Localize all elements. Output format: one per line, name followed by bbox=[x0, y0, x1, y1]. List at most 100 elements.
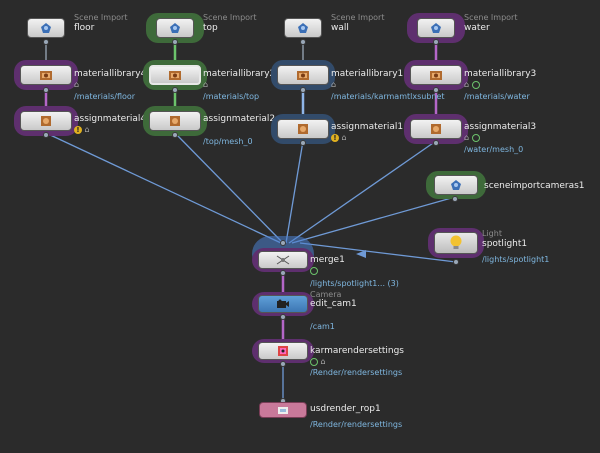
node-name-label: assignmaterial2 bbox=[203, 114, 276, 124]
node-materiallibrary2-tile[interactable] bbox=[149, 65, 201, 85]
wire-direction-arrow bbox=[356, 250, 366, 258]
lock-icon: ⌂ bbox=[320, 357, 326, 366]
node-type-label: Scene Import bbox=[203, 13, 257, 22]
material-library-icon bbox=[169, 71, 181, 80]
node-path-label: /water/mesh_0 bbox=[464, 145, 524, 154]
usd-render-rop-icon bbox=[278, 407, 288, 414]
node-top-tile[interactable] bbox=[156, 18, 194, 38]
wire-assignmaterial1-to-merge1 bbox=[285, 140, 304, 244]
node-path-label: /materials/floor bbox=[74, 92, 136, 101]
node-flags bbox=[310, 266, 318, 275]
output-connector[interactable] bbox=[43, 132, 49, 138]
material-library-icon bbox=[297, 71, 309, 80]
output-connector[interactable] bbox=[433, 87, 439, 93]
node-path-label: /Render/rendersettings bbox=[310, 420, 403, 429]
node-name-label: wall bbox=[331, 23, 349, 33]
wire-assignmaterial3-to-merge1 bbox=[288, 140, 437, 244]
input-connector[interactable] bbox=[280, 240, 286, 246]
node-name-label: materiallibrary1 bbox=[331, 69, 404, 79]
node-type-label: Scene Import bbox=[74, 13, 128, 22]
node-name-label: assignmaterial4 bbox=[74, 114, 147, 124]
light-bulb-icon bbox=[450, 235, 462, 249]
output-connector[interactable] bbox=[453, 259, 459, 265]
node-path-label: /materials/water bbox=[464, 92, 530, 101]
lock-icon: ⌂ bbox=[464, 133, 470, 142]
material-library-icon bbox=[40, 71, 52, 80]
scene-import-icon bbox=[298, 23, 308, 33]
node-name-label: merge1 bbox=[310, 255, 345, 265]
assign-material-icon bbox=[431, 124, 441, 134]
node-name-label: sceneimportcameras1 bbox=[484, 181, 585, 191]
lock-icon: ⌂ bbox=[331, 80, 337, 89]
wire-assignmaterial4-to-merge1 bbox=[45, 132, 282, 244]
node-materiallibrary1-tile[interactable] bbox=[277, 65, 329, 85]
node-name-label: edit_cam1 bbox=[310, 299, 357, 309]
wire-sceneimportcameras1-to-merge1 bbox=[291, 196, 456, 244]
node-floor-tile[interactable] bbox=[27, 18, 65, 38]
output-connector[interactable] bbox=[280, 361, 286, 367]
node-name-label: materiallibrary2 bbox=[203, 69, 276, 79]
output-connector[interactable] bbox=[433, 140, 439, 146]
node-flags: ⌂ bbox=[331, 80, 336, 89]
node-name-label: spotlight1 bbox=[482, 239, 528, 249]
scene-import-icon bbox=[451, 180, 461, 190]
node-spotlight1-tile[interactable] bbox=[434, 232, 478, 254]
output-connector[interactable] bbox=[43, 39, 49, 45]
node-wall-tile[interactable] bbox=[284, 18, 322, 38]
node-name-label: materiallibrary3 bbox=[464, 69, 537, 79]
wire-assignmaterial2-to-merge1 bbox=[174, 132, 284, 244]
node-flags: ⌂ bbox=[203, 80, 208, 89]
wire-spotlight1-to-merge1 bbox=[299, 242, 457, 263]
node-name-label: assignmaterial1 bbox=[331, 122, 404, 132]
output-connector[interactable] bbox=[433, 39, 439, 45]
node-name-label: assignmaterial3 bbox=[464, 122, 537, 132]
output-connector[interactable] bbox=[172, 132, 178, 138]
output-connector[interactable] bbox=[172, 39, 178, 45]
node-assignmaterial2-tile[interactable] bbox=[149, 111, 201, 131]
node-assignmaterial1-tile[interactable] bbox=[277, 119, 329, 139]
lock-icon: ⌂ bbox=[341, 133, 347, 142]
output-connector[interactable] bbox=[300, 140, 306, 146]
output-connector[interactable] bbox=[452, 196, 458, 202]
node-path-label: /materials/karmamtlxsubnet bbox=[331, 92, 445, 101]
output-connector[interactable] bbox=[172, 87, 178, 93]
node-flags: ⌂ bbox=[310, 357, 326, 366]
node-materiallibrary4-tile[interactable] bbox=[20, 65, 72, 85]
node-usdrender_rop1-tile[interactable] bbox=[259, 402, 307, 418]
lock-icon: ⌂ bbox=[464, 80, 470, 89]
node-karmarendersettings-tile[interactable] bbox=[258, 342, 308, 360]
node-flags: ⌂ bbox=[464, 80, 480, 89]
node-merge1-tile[interactable] bbox=[258, 251, 308, 269]
scene-import-icon bbox=[170, 23, 180, 33]
node-edit_cam1-tile[interactable] bbox=[258, 295, 308, 313]
node-flags: ⌂ bbox=[464, 133, 480, 142]
node-sceneimportcameras1-tile[interactable] bbox=[434, 175, 478, 195]
lock-icon: ⌂ bbox=[74, 80, 80, 89]
node-name-label: top bbox=[203, 23, 218, 33]
node-materiallibrary3-tile[interactable] bbox=[410, 65, 462, 85]
lock-icon: ⌂ bbox=[84, 125, 90, 134]
node-name-label: karmarendersettings bbox=[310, 346, 404, 356]
assign-material-icon bbox=[41, 116, 51, 126]
node-path-label: /lights/spotlight1... (3) bbox=[310, 279, 399, 288]
node-name-label: usdrender_rop1 bbox=[310, 404, 381, 414]
node-path-label: /cam1 bbox=[310, 322, 335, 331]
output-connector[interactable] bbox=[43, 87, 49, 93]
node-name-label: water bbox=[464, 23, 490, 33]
status-ring-icon bbox=[471, 80, 480, 89]
node-assignmaterial3-tile[interactable] bbox=[410, 119, 462, 139]
output-connector[interactable] bbox=[300, 87, 306, 93]
material-library-icon bbox=[430, 71, 442, 80]
output-connector[interactable] bbox=[300, 39, 306, 45]
node-flags: ! ⌂ bbox=[331, 133, 347, 142]
warning-icon: ! bbox=[74, 125, 82, 134]
output-connector[interactable] bbox=[280, 314, 286, 320]
output-connector[interactable] bbox=[280, 270, 286, 276]
render-settings-icon bbox=[278, 346, 288, 356]
node-path-label: /top/mesh_0 bbox=[203, 137, 253, 146]
node-assignmaterial4-tile[interactable] bbox=[20, 111, 72, 131]
node-flags: ! ⌂ bbox=[74, 125, 90, 134]
node-water-tile[interactable] bbox=[417, 18, 455, 38]
node-path-label: /materials/top bbox=[203, 92, 260, 101]
